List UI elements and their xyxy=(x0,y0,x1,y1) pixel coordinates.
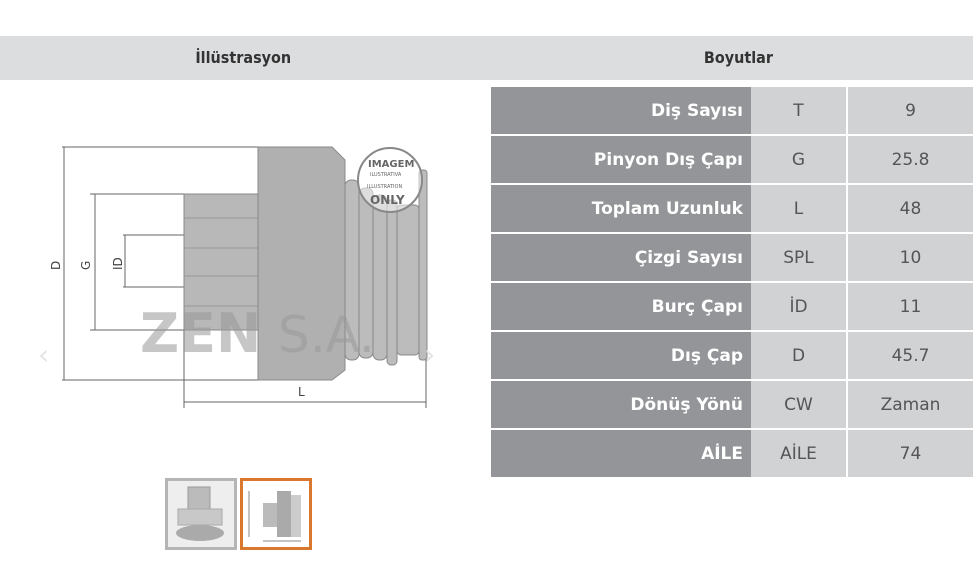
row-code: L xyxy=(751,184,848,234)
svg-text:ILLUSTRATION: ILLUSTRATION xyxy=(367,184,402,190)
row-value: 45.7 xyxy=(847,331,973,381)
svg-text:IMAGEM: IMAGEM xyxy=(368,159,414,170)
thumbnail-drawing[interactable] xyxy=(240,478,312,550)
row-value: 10 xyxy=(847,233,973,283)
row-label: Diş Sayısı xyxy=(491,87,751,136)
label-l: L xyxy=(298,385,305,399)
illustration-stamp: IMAGEM ILUSTRATIVA ILLUSTRATION ONLY xyxy=(357,147,423,213)
prev-image-arrow-icon[interactable]: ‹ xyxy=(38,338,50,371)
svg-text:ILUSTRATIVA: ILUSTRATIVA xyxy=(370,172,402,178)
row-code: AİLE xyxy=(751,429,848,479)
technical-drawing: D G ID L ZEN S.A. IMAGEM ILUSTRATIVA ILL… xyxy=(49,146,428,408)
row-code: İD xyxy=(751,282,848,332)
row-code: SPL xyxy=(751,233,848,283)
product-photo-icon xyxy=(176,486,224,541)
svg-text:S.A.: S.A. xyxy=(278,306,375,364)
row-value: 9 xyxy=(847,87,973,136)
row-value: 74 xyxy=(847,429,973,479)
row-label: Dönüş Yönü xyxy=(491,380,751,430)
row-label: Dış Çap xyxy=(491,331,751,381)
label-g: G xyxy=(79,261,93,270)
svg-text:ONLY: ONLY xyxy=(370,193,405,207)
technical-drawing-thumbnail-icon xyxy=(248,491,301,542)
label-d: D xyxy=(49,261,63,270)
watermark-logo: ZEN S.A. xyxy=(140,302,375,365)
svg-text:ZEN: ZEN xyxy=(140,302,261,365)
row-label: Çizgi Sayısı xyxy=(491,233,751,283)
row-code: CW xyxy=(751,380,848,430)
dimensions-heading: Boyutlar xyxy=(703,48,773,67)
row-value: 25.8 xyxy=(847,135,973,185)
illustration-heading: İllüstrasyon xyxy=(195,48,292,67)
row-value: Zaman xyxy=(847,380,973,430)
section-header: İllüstrasyon Boyutlar xyxy=(0,36,973,80)
row-value: 48 xyxy=(847,184,973,234)
row-label: AİLE xyxy=(491,429,751,479)
row-label: Pinyon Dış Çapı xyxy=(491,135,751,185)
label-id: ID xyxy=(111,257,125,270)
row-code: T xyxy=(751,87,848,136)
row-code: G xyxy=(751,135,848,185)
row-label: Burç Çapı xyxy=(491,282,751,332)
row-code: D xyxy=(751,331,848,381)
thumbnail-photo[interactable] xyxy=(165,478,237,550)
row-value: 11 xyxy=(847,282,973,332)
row-label: Toplam Uzunluk xyxy=(491,184,751,234)
next-image-arrow-icon[interactable]: › xyxy=(424,338,436,371)
